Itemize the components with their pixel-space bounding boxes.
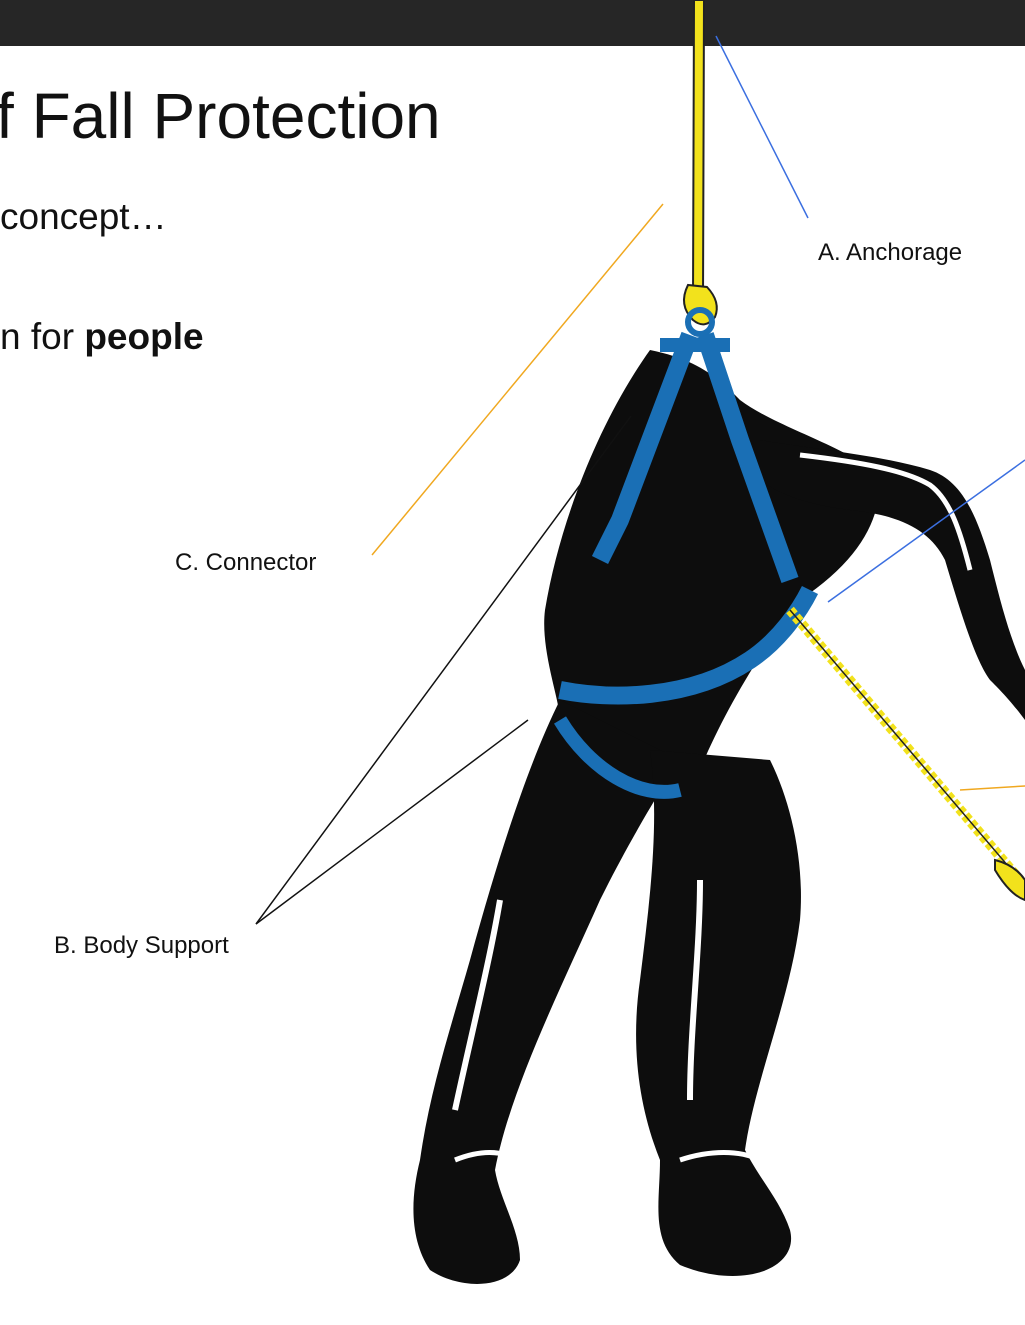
leader-body-support-lower <box>256 720 528 924</box>
figure-right-leg <box>636 750 801 1276</box>
figure-torso <box>544 350 880 770</box>
leader-lanyard-right <box>960 786 1025 790</box>
anchorage-rope <box>693 0 704 300</box>
label-connector: C. Connector <box>175 551 316 575</box>
lanyard-hook <box>995 860 1025 900</box>
label-body-support: B. Body Support <box>54 934 229 958</box>
leader-anchorage <box>716 36 808 218</box>
label-anchorage: A. Anchorage <box>818 241 962 265</box>
